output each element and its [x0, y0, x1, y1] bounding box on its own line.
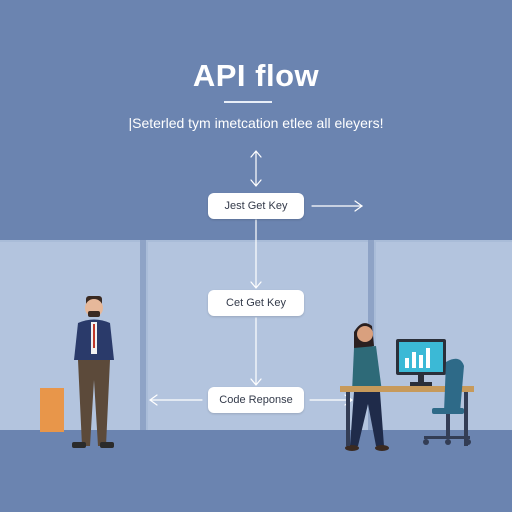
diagram-title: API flow	[192, 58, 320, 93]
diagram-subtitle: |Seterled tym imetcation etlee all eleye…	[128, 115, 384, 131]
wall-panel-left	[0, 242, 140, 432]
wall-panel-right	[376, 242, 512, 432]
monitor-illustration	[396, 339, 446, 386]
desk-illustration	[340, 386, 474, 446]
flow-node-get-key: Jest Get Key	[208, 193, 304, 219]
arrowhead-n1-right	[354, 200, 364, 212]
arrowhead-down	[250, 179, 262, 187]
arrowhead-n2	[250, 281, 262, 289]
arrowhead-n3-left	[148, 394, 158, 406]
man-illustration	[72, 296, 114, 448]
arrowhead-up	[250, 150, 262, 158]
arrowhead-n3	[250, 378, 262, 386]
office-chair-illustration	[423, 358, 471, 445]
flow-node-cet-get-key: Cet Get Key	[208, 290, 304, 316]
woman-illustration	[345, 323, 389, 451]
flow-node-code-response: Code Reponse	[208, 387, 304, 413]
orange-cabinet	[40, 388, 64, 432]
title-divider	[224, 101, 272, 103]
wall-pillar-1	[140, 240, 146, 432]
